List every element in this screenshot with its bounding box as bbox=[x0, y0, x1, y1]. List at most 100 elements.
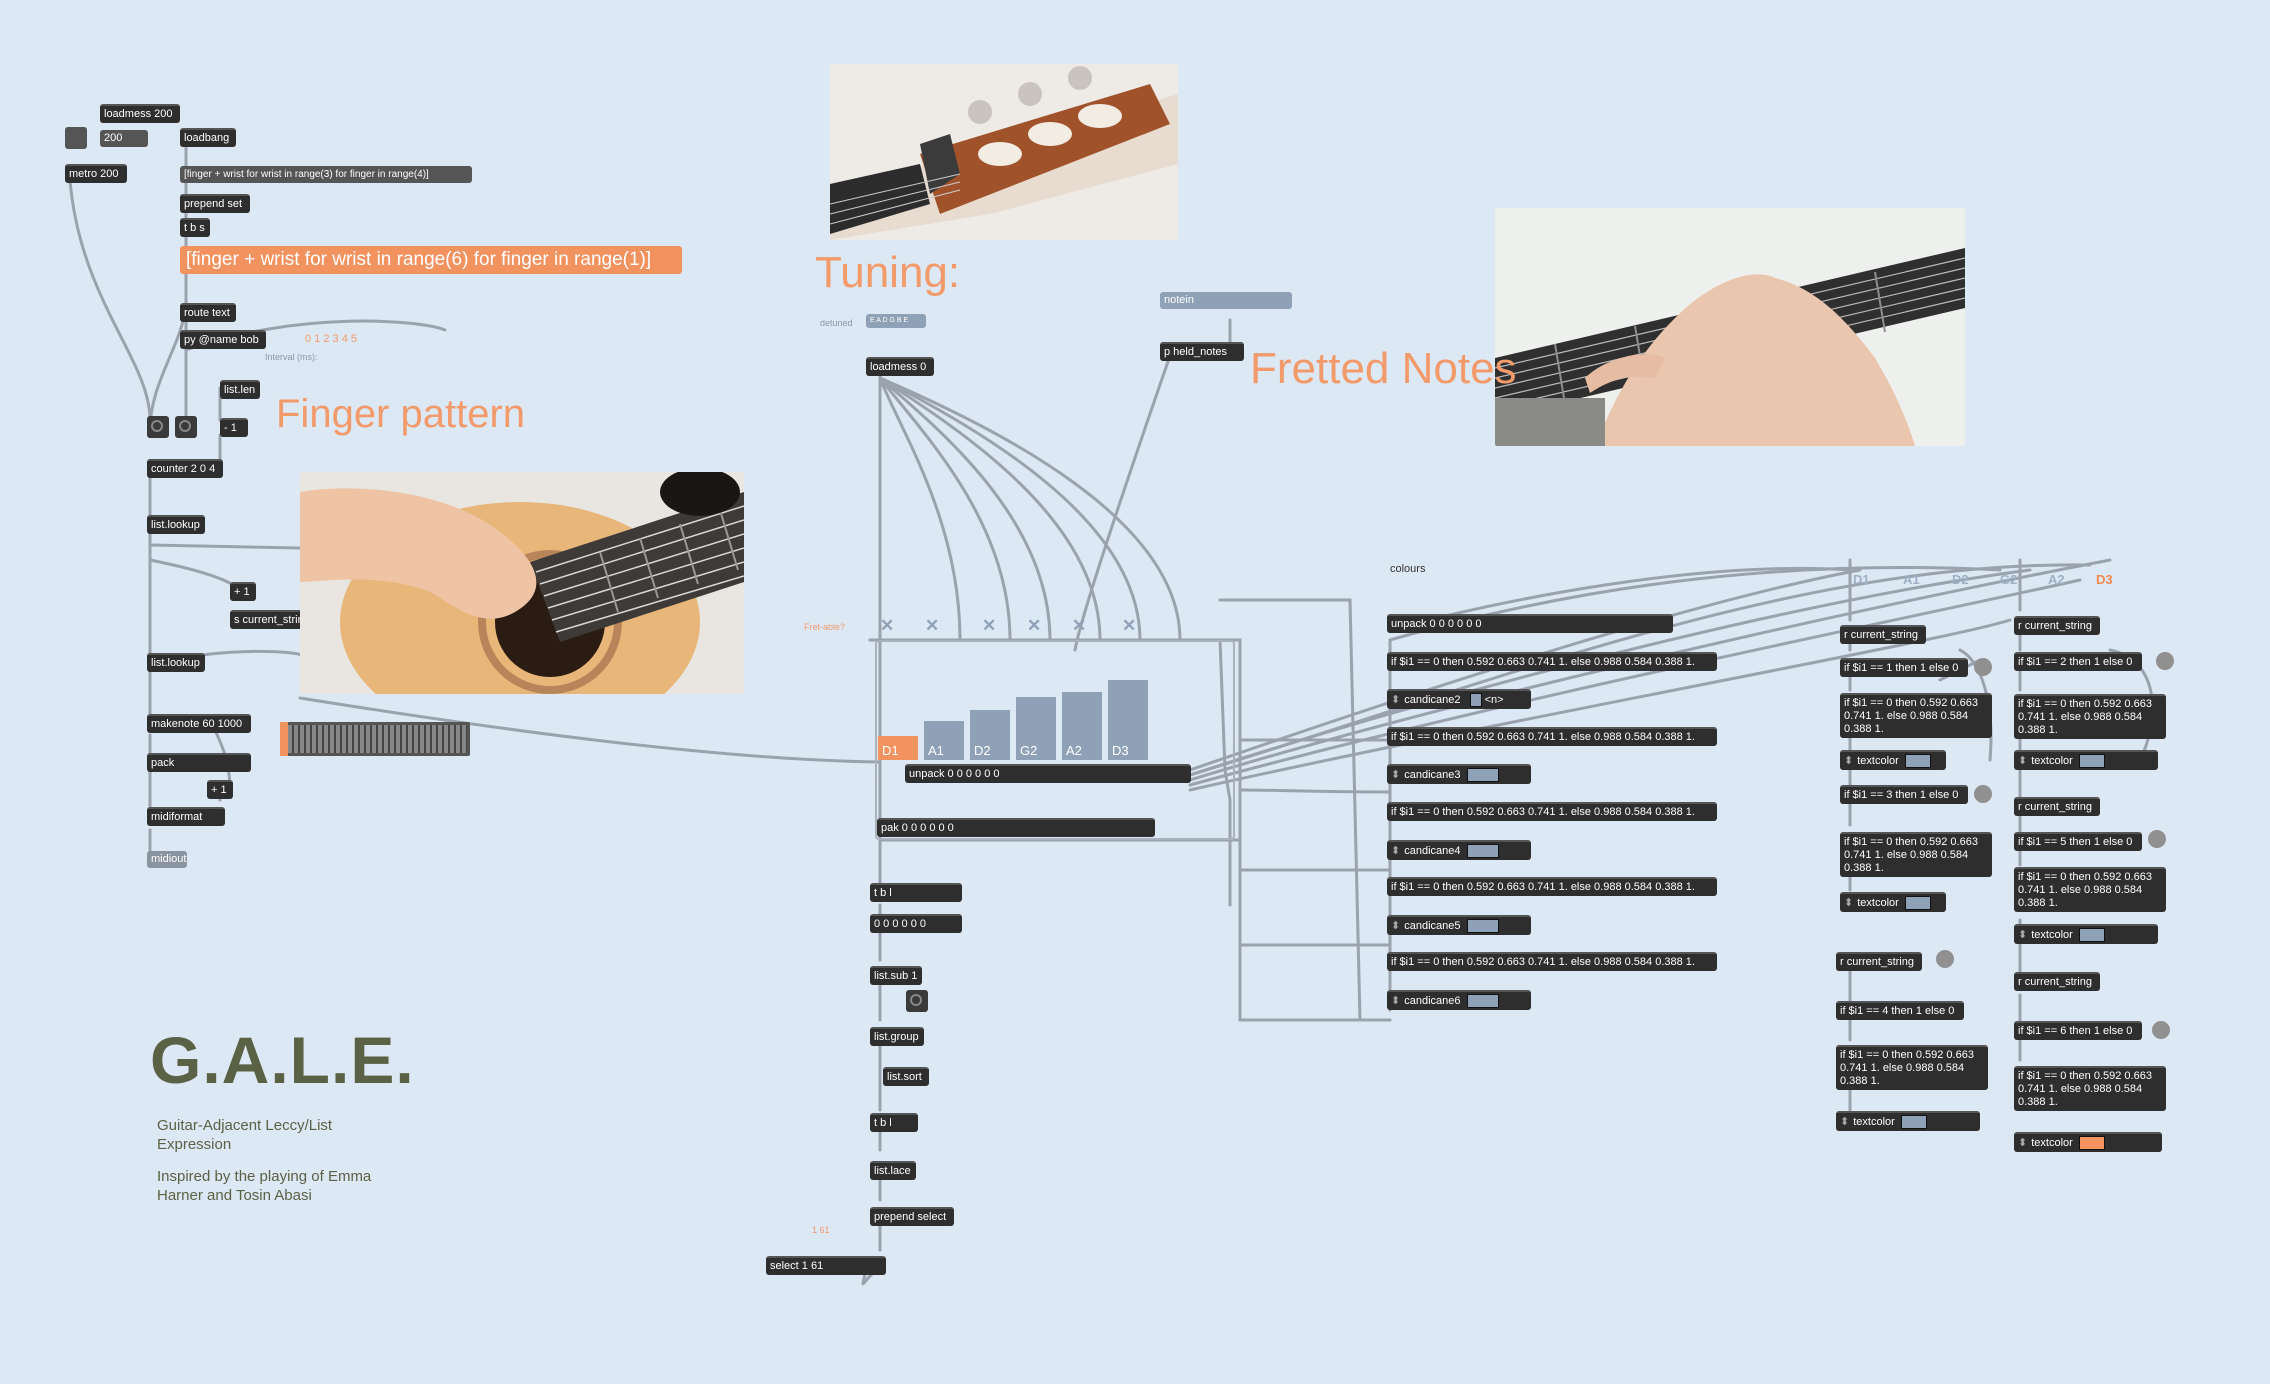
list-lookup-1[interactable]: list.lookup bbox=[147, 515, 205, 534]
notein[interactable]: notein bbox=[1160, 292, 1292, 309]
trigger-bl-2[interactable]: t b l bbox=[870, 1113, 918, 1132]
tuning-menu[interactable]: E A D G B E bbox=[866, 314, 926, 328]
headstock-photo bbox=[830, 64, 1178, 240]
minus-1[interactable]: - 1 bbox=[220, 418, 248, 437]
string-bar-d1[interactable] bbox=[878, 736, 918, 760]
bang-icon[interactable] bbox=[1936, 950, 1954, 968]
colours-label: colours bbox=[1390, 563, 1426, 575]
bang-icon[interactable] bbox=[1974, 785, 1992, 803]
py-name-bob[interactable]: py @name bob bbox=[180, 330, 266, 349]
textcolor-1[interactable]: ⬍textcolor bbox=[1840, 750, 1946, 770]
x-icon[interactable]: ✕ bbox=[925, 616, 940, 635]
trigger-bl-1[interactable]: t b l bbox=[870, 883, 962, 902]
list-sort[interactable]: list.sort bbox=[883, 1067, 929, 1086]
if-color-expr-5[interactable]: if $i1 == 0 then 0.592 0.663 0.741 1. el… bbox=[1387, 952, 1717, 971]
if-color-wrap-3[interactable]: if $i1 == 0 then 0.592 0.663 0.741 1. el… bbox=[1840, 832, 1992, 877]
candicane6[interactable]: ⬍candicane6 bbox=[1387, 990, 1531, 1010]
if-string-2[interactable]: if $i1 == 2 then 1 else 0 bbox=[2014, 652, 2142, 671]
list-sub-1[interactable]: list.sub 1 bbox=[870, 966, 922, 985]
list-group[interactable]: list.group bbox=[870, 1027, 924, 1046]
unpack-strings[interactable]: unpack 0 0 0 0 0 0 bbox=[905, 764, 1191, 783]
pattern-message-big[interactable]: [finger + wrist for wrist in range(6) fo… bbox=[180, 246, 682, 274]
held-notes[interactable]: p held_notes bbox=[1160, 342, 1244, 361]
candicane5[interactable]: ⬍candicane5 bbox=[1387, 915, 1531, 935]
tuning-dropdown-label: detuned bbox=[820, 318, 853, 328]
bang-icon[interactable] bbox=[906, 990, 928, 1012]
bang-icon[interactable] bbox=[147, 416, 169, 438]
prepend-set[interactable]: prepend set bbox=[180, 194, 250, 213]
if-string-4[interactable]: if $i1 == 4 then 1 else 0 bbox=[1836, 1001, 1964, 1020]
x-icon[interactable]: ✕ bbox=[880, 616, 895, 635]
if-color-expr-3[interactable]: if $i1 == 0 then 0.592 0.663 0.741 1. el… bbox=[1387, 802, 1717, 821]
string-bar-a2[interactable] bbox=[1062, 692, 1102, 760]
string-bar-g2[interactable] bbox=[1016, 697, 1056, 760]
toggle-icon[interactable] bbox=[65, 127, 87, 149]
string-bar-d2[interactable] bbox=[970, 710, 1010, 760]
bang-icon[interactable] bbox=[175, 416, 197, 438]
if-color-wrap-6[interactable]: if $i1 == 0 then 0.592 0.663 0.741 1. el… bbox=[2014, 1066, 2166, 1111]
midiout[interactable]: midiout bbox=[147, 851, 187, 868]
app-title: G.A.L.E. bbox=[150, 1023, 415, 1097]
loadmess-0[interactable]: loadmess 0 bbox=[866, 357, 934, 376]
string-header-a1: A1 bbox=[1903, 572, 1920, 587]
if-string-6[interactable]: if $i1 == 6 then 1 else 0 bbox=[2014, 1021, 2142, 1040]
if-color-wrap-4[interactable]: if $i1 == 0 then 0.592 0.663 0.741 1. el… bbox=[1836, 1045, 1988, 1090]
receive-current-string-6[interactable]: r current_string bbox=[2014, 972, 2100, 991]
if-string-5[interactable]: if $i1 == 5 then 1 else 0 bbox=[2014, 832, 2142, 851]
list-len[interactable]: list.len bbox=[220, 380, 260, 399]
zeros-message[interactable]: 0 0 0 0 0 0 bbox=[870, 914, 962, 933]
receive-current-string-5[interactable]: r current_string bbox=[2014, 797, 2100, 816]
pattern-message-small[interactable]: [finger + wrist for wrist in range(3) fo… bbox=[180, 166, 472, 183]
candicane2[interactable]: ⬍candicane2 <n> bbox=[1387, 689, 1531, 709]
loadbang[interactable]: loadbang bbox=[180, 128, 236, 147]
piano-keyboard-icon[interactable] bbox=[280, 722, 470, 756]
counter-204[interactable]: counter 2 0 4 bbox=[147, 459, 223, 478]
if-color-wrap-5[interactable]: if $i1 == 0 then 0.592 0.663 0.741 1. el… bbox=[2014, 867, 2166, 912]
if-string-3[interactable]: if $i1 == 3 then 1 else 0 bbox=[1840, 785, 1968, 804]
if-color-expr-1[interactable]: if $i1 == 0 then 0.592 0.663 0.741 1. el… bbox=[1387, 652, 1717, 671]
x-icon[interactable]: ✕ bbox=[1072, 616, 1087, 635]
receive-current-string-2[interactable]: r current_string bbox=[2014, 616, 2100, 635]
if-string-1[interactable]: if $i1 == 1 then 1 else 0 bbox=[1840, 658, 1968, 677]
receive-current-string-1[interactable]: r current_string bbox=[1840, 625, 1926, 644]
receive-current-string-4[interactable]: r current_string bbox=[1836, 952, 1922, 971]
trigger-bs[interactable]: t b s bbox=[180, 218, 210, 237]
textcolor-4[interactable]: ⬍textcolor bbox=[1836, 1111, 1980, 1131]
bang-icon[interactable] bbox=[2156, 652, 2174, 670]
string-multislider[interactable] bbox=[875, 640, 1235, 840]
select-1-61[interactable]: select 1 61 bbox=[766, 1256, 886, 1275]
midiformat[interactable]: midiformat bbox=[147, 807, 225, 826]
send-current-string[interactable]: s current_string bbox=[230, 610, 316, 629]
prepend-select[interactable]: prepend select bbox=[870, 1207, 954, 1226]
candicane4[interactable]: ⬍candicane4 bbox=[1387, 840, 1531, 860]
unpack-colours[interactable]: unpack 0 0 0 0 0 0 bbox=[1387, 614, 1673, 633]
if-color-expr-2[interactable]: if $i1 == 0 then 0.592 0.663 0.741 1. el… bbox=[1387, 727, 1717, 746]
loadmess-200[interactable]: loadmess 200 bbox=[100, 104, 180, 123]
textcolor-6[interactable]: ⬍textcolor bbox=[2014, 1132, 2162, 1152]
list-lookup-2[interactable]: list.lookup bbox=[147, 653, 205, 672]
textcolor-5[interactable]: ⬍textcolor bbox=[2014, 924, 2158, 944]
x-icon[interactable]: ✕ bbox=[1027, 616, 1042, 635]
number-200[interactable]: 200 bbox=[100, 130, 148, 147]
pack[interactable]: pack bbox=[147, 753, 251, 772]
x-icon[interactable]: ✕ bbox=[982, 616, 997, 635]
string-bar-a1[interactable] bbox=[924, 721, 964, 760]
textcolor-2[interactable]: ⬍textcolor bbox=[2014, 750, 2158, 770]
string-bar-d3[interactable] bbox=[1108, 680, 1148, 760]
makenote[interactable]: makenote 60 1000 bbox=[147, 714, 251, 733]
bang-icon[interactable] bbox=[2152, 1021, 2170, 1039]
list-lace[interactable]: list.lace bbox=[870, 1161, 916, 1180]
bang-icon[interactable] bbox=[1974, 658, 1992, 676]
if-color-wrap-2[interactable]: if $i1 == 0 then 0.592 0.663 0.741 1. el… bbox=[2014, 694, 2166, 739]
plus-1[interactable]: + 1 bbox=[230, 582, 256, 601]
x-icon[interactable]: ✕ bbox=[1122, 616, 1137, 635]
bang-icon[interactable] bbox=[2148, 830, 2166, 848]
plus-1-b[interactable]: + 1 bbox=[207, 780, 233, 799]
textcolor-3[interactable]: ⬍textcolor bbox=[1840, 892, 1946, 912]
route-text[interactable]: route text bbox=[180, 303, 236, 322]
if-color-expr-4[interactable]: if $i1 == 0 then 0.592 0.663 0.741 1. el… bbox=[1387, 877, 1717, 896]
pak[interactable]: pak 0 0 0 0 0 0 bbox=[877, 818, 1155, 837]
metro-200[interactable]: metro 200 bbox=[65, 164, 127, 183]
if-color-wrap-1[interactable]: if $i1 == 0 then 0.592 0.663 0.741 1. el… bbox=[1840, 693, 1992, 738]
candicane3[interactable]: ⬍candicane3 bbox=[1387, 764, 1531, 784]
